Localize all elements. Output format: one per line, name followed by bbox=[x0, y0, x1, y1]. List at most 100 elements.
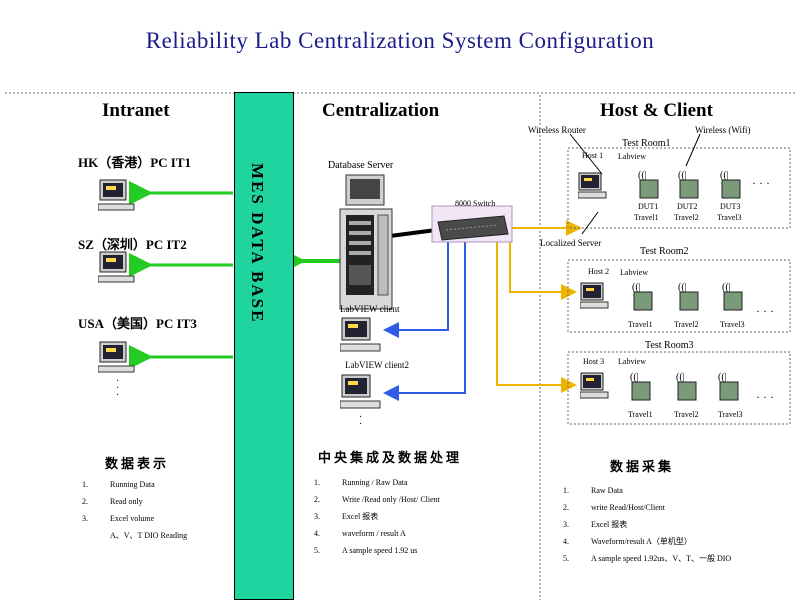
room3-tag: Labview bbox=[618, 357, 646, 366]
router-pointer bbox=[569, 133, 603, 175]
room1-host: Host 1 bbox=[582, 151, 604, 160]
tester-device-icon: ((| bbox=[722, 282, 743, 311]
database-server-icon bbox=[339, 174, 393, 310]
database-server-label: Database Server bbox=[328, 160, 394, 171]
switch-label: 8000 Switch bbox=[455, 199, 496, 208]
wireless-wifi-label: Wireless (Wifi) bbox=[695, 125, 751, 135]
mes-database-label: MES DATA BASE bbox=[248, 163, 267, 324]
labview-client-1-label: LabVIEW client bbox=[340, 304, 400, 314]
labview-client-1-pc-icon bbox=[340, 317, 381, 352]
room2-title: Test Room2 bbox=[640, 246, 689, 257]
room2-host: Host 2 bbox=[588, 267, 610, 276]
list-item-sub: A、V、T DIO Reading bbox=[110, 531, 188, 540]
blue-link-client2 bbox=[383, 242, 466, 401]
host2-pc-icon bbox=[580, 282, 609, 309]
column-header-centralization: Centralization bbox=[322, 100, 440, 121]
list-item: 4.waveform / result A bbox=[314, 529, 406, 538]
svg-text:((|: ((| bbox=[638, 170, 647, 181]
labview-client-2-label: LabVIEW client2 bbox=[345, 360, 410, 370]
wireless-router-label: Wireless Router bbox=[528, 125, 586, 135]
more-devices-ellipsis: · · · bbox=[752, 176, 770, 190]
tester-device-icon: ((| bbox=[630, 372, 651, 401]
network-switch bbox=[431, 205, 513, 243]
right-notes-title: 数据采集 bbox=[610, 459, 675, 474]
room1-travel-3: Travel3 bbox=[717, 213, 742, 222]
more-devices-ellipsis: · · · bbox=[756, 390, 774, 404]
list-item: 2.Write /Read only /Host/ Client bbox=[314, 495, 440, 504]
room3-title: Test Room3 bbox=[645, 340, 694, 351]
svg-text:((|: ((| bbox=[632, 282, 641, 293]
room1-travel-1: Travel1 bbox=[634, 213, 659, 222]
svg-text:((|: ((| bbox=[678, 170, 687, 181]
room2-travel-2: Travel2 bbox=[674, 320, 699, 329]
tester-device-icon: ((| bbox=[720, 170, 741, 199]
room1-unit-2: DUT2 bbox=[677, 202, 698, 211]
tester-device-icon: ((| bbox=[678, 282, 699, 311]
labview-client-2-pc-icon bbox=[340, 374, 381, 409]
room3-travel-3: Travel3 bbox=[718, 410, 743, 419]
list-item: 3.Excel 报表 bbox=[563, 520, 628, 529]
site-label-sz: SZ（深圳）PC IT2 bbox=[78, 237, 187, 252]
column-header-host-client: Host & Client bbox=[600, 100, 713, 121]
site-label-hk: HK（香港）PC IT1 bbox=[78, 155, 192, 170]
test-room1-box bbox=[567, 147, 791, 229]
localized-server-label: Localized Server bbox=[540, 238, 602, 248]
svg-text:((|: ((| bbox=[630, 372, 639, 383]
tester-device-icon: ((| bbox=[718, 372, 739, 401]
center-notes-list: 1.Running / Raw Data 2.Write /Read only … bbox=[314, 474, 440, 559]
server-switch-link bbox=[389, 228, 437, 238]
tester-device-icon: ((| bbox=[632, 282, 653, 311]
test-room3-box bbox=[567, 351, 791, 425]
pc-icon bbox=[98, 179, 135, 211]
more-clients-ellipsis: ·· bbox=[359, 412, 363, 430]
svg-text:((|: ((| bbox=[718, 372, 727, 383]
mes-database-bar: MES DATA BASE bbox=[234, 92, 294, 600]
room1-tag: Labview bbox=[618, 152, 646, 161]
page-title: Reliability Lab Centralization System Co… bbox=[145, 28, 655, 53]
site-label-usa: USA（美国）PC IT3 bbox=[78, 316, 197, 331]
pc-icon bbox=[98, 341, 135, 373]
list-item: 1.Running Data bbox=[82, 480, 155, 489]
pc-icon bbox=[98, 251, 135, 283]
room2-travel-1: Travel1 bbox=[628, 320, 653, 329]
room3-travel-2: Travel2 bbox=[674, 410, 699, 419]
list-item: 3.Excel volume bbox=[82, 514, 155, 523]
host3-pc-icon bbox=[580, 372, 609, 399]
list-item: 2.write Read/Host/Client bbox=[563, 503, 665, 512]
room1-title: Test Room1 bbox=[622, 138, 671, 149]
room3-travel-1: Travel1 bbox=[628, 410, 653, 419]
room1-travel-2: Travel2 bbox=[674, 213, 699, 222]
room2-tag: Labview bbox=[620, 268, 648, 277]
tester-device-icon: ((| bbox=[676, 372, 697, 401]
center-notes-title: 中央集成及数据处理 bbox=[318, 450, 463, 465]
host1-pc-icon bbox=[578, 172, 607, 199]
list-item: 4.Waveform/result A（单机型） bbox=[563, 537, 692, 546]
column-header-intranet: Intranet bbox=[102, 100, 170, 121]
localized-server-pointer bbox=[581, 211, 599, 235]
svg-text:((|: ((| bbox=[722, 282, 731, 293]
left-notes-title: 数据表示 bbox=[105, 456, 170, 471]
list-item: 5.A sample speed 1.92us、V、T、一般 DIO bbox=[563, 554, 732, 563]
list-item: 1.Raw Data bbox=[563, 486, 623, 495]
svg-text:((|: ((| bbox=[678, 282, 687, 293]
wifi-pointer bbox=[685, 133, 701, 167]
room1-unit-1: DUT1 bbox=[638, 202, 659, 211]
list-item: 3.Excel 报表 bbox=[314, 512, 379, 521]
right-notes-list: 1.Raw Data 2.write Read/Host/Client 3.Ex… bbox=[563, 482, 731, 567]
test-room2-box bbox=[567, 259, 791, 333]
tester-device-icon: ((| bbox=[678, 170, 699, 199]
left-notes-list: 1.Running Data 2.Read only 3.Excel volum… bbox=[82, 476, 187, 544]
list-item: 5.A sample speed 1.92 us bbox=[314, 546, 418, 555]
room2-travel-3: Travel3 bbox=[720, 320, 745, 329]
svg-text:((|: ((| bbox=[720, 170, 729, 181]
blue-link-client1 bbox=[383, 242, 449, 338]
svg-text:((|: ((| bbox=[676, 372, 685, 383]
room3-host: Host 3 bbox=[583, 357, 605, 366]
more-sites-ellipsis: ··· bbox=[116, 376, 120, 401]
yellow-link-room3 bbox=[490, 239, 577, 393]
tester-device-icon: ((| bbox=[638, 170, 659, 199]
list-item: 1.Running / Raw Data bbox=[314, 478, 408, 487]
room1-unit-3: DUT3 bbox=[720, 202, 741, 211]
list-item: 2.Read only bbox=[82, 497, 143, 506]
